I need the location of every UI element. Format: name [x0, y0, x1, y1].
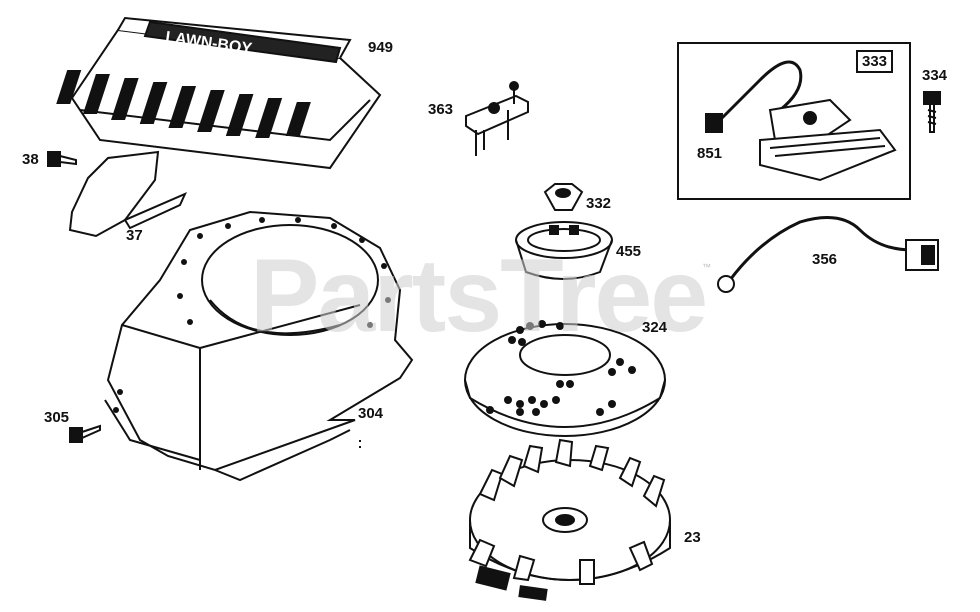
ground-wire-drawing[interactable]	[717, 216, 939, 293]
part-label-324[interactable]: 324	[642, 319, 668, 336]
ignition-module-drawing[interactable]	[705, 60, 897, 182]
part-label-23[interactable]: 23	[684, 529, 701, 546]
part-label-305[interactable]: 305	[44, 409, 70, 426]
part-label-334[interactable]: 334	[922, 67, 948, 84]
blower-housing-drawing[interactable]	[104, 210, 414, 482]
part-label-333[interactable]: 333	[856, 50, 894, 73]
deflector-drawing[interactable]	[68, 150, 187, 238]
flywheel-drawing[interactable]	[468, 438, 671, 601]
engine-cover-drawing[interactable]: LAWN-BOY	[56, 16, 382, 170]
starter-cup-drawing[interactable]	[515, 221, 613, 280]
watermark-trademark: ™	[702, 262, 711, 272]
part-label-363[interactable]: 363	[428, 101, 454, 118]
part-label-38[interactable]: 38	[22, 151, 39, 168]
part-label-949[interactable]: 949	[368, 39, 394, 56]
bracket-drawing[interactable]	[465, 81, 529, 156]
part-label-332[interactable]: 332	[586, 195, 612, 212]
nut-drawing[interactable]	[543, 183, 584, 211]
part-label-304[interactable]: 304	[358, 405, 384, 422]
screw-305-drawing[interactable]	[69, 424, 101, 443]
part-label-37[interactable]: 37	[126, 227, 143, 244]
screw-38-drawing[interactable]	[47, 151, 77, 167]
part-label-851[interactable]: 851	[697, 145, 723, 162]
part-label-455[interactable]: 455	[616, 243, 642, 260]
rotating-screen-drawing[interactable]	[464, 320, 666, 437]
screw-334-drawing[interactable]	[923, 91, 941, 133]
part-label-356[interactable]: 356	[812, 251, 838, 268]
